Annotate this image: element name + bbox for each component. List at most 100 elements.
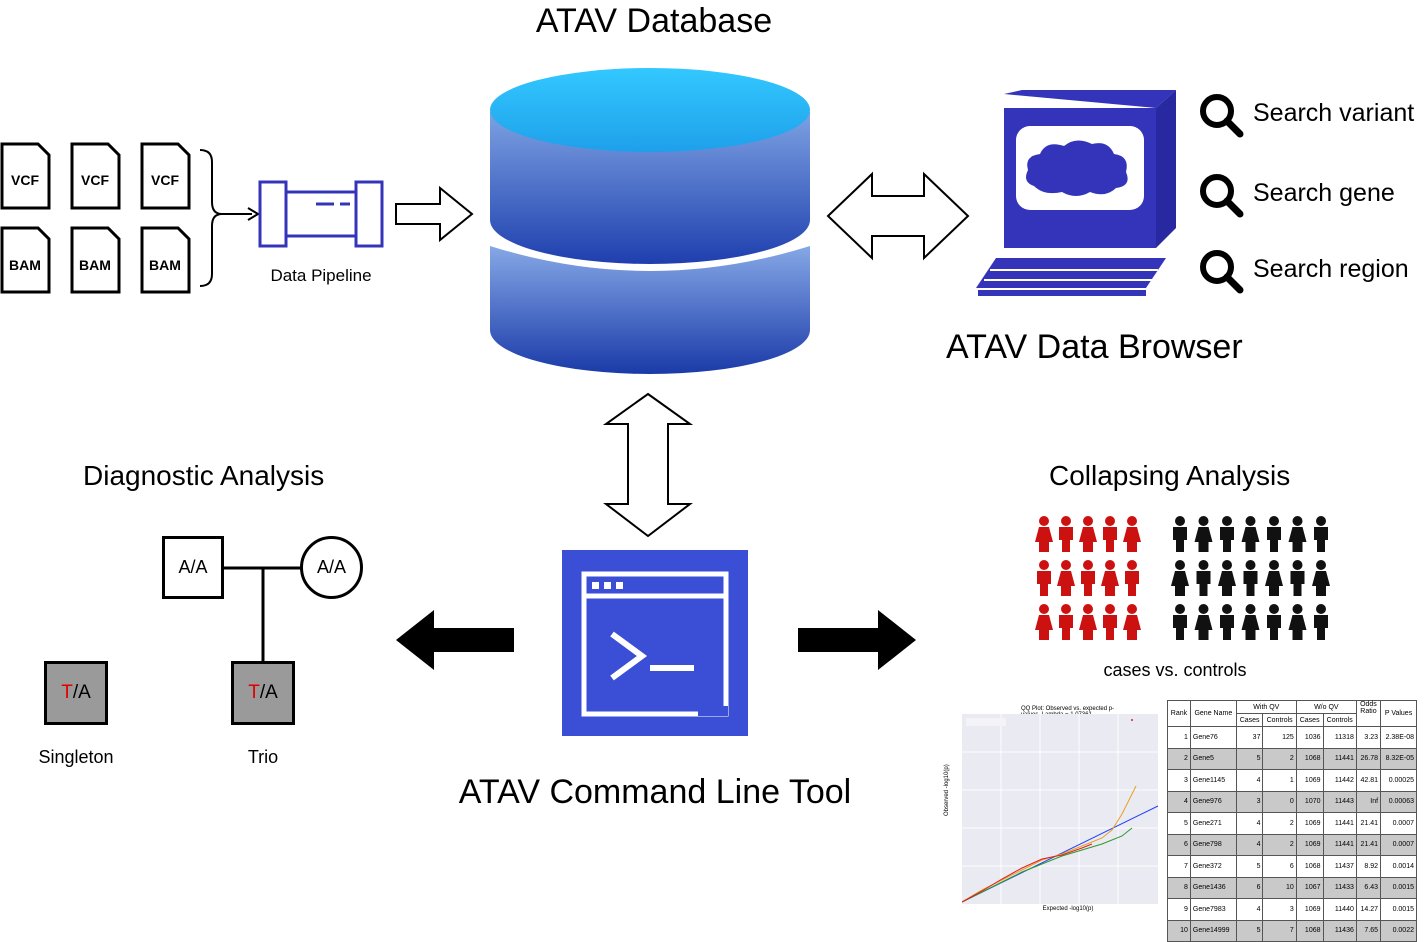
male-person-icon [1220,604,1234,640]
qq-plot-area [962,714,1159,904]
diagnostic-title: Diagnostic Analysis [83,460,325,491]
cli-title: ATAV Command Line Tool [458,773,852,811]
table-header: Cases [1295,713,1324,727]
table-cell: 11443 [1322,790,1357,813]
table-cell: 4 [1235,833,1264,856]
search-icon [1200,174,1244,218]
table-cell: 8.32E-05 [1380,747,1417,770]
trio-node: T/A [231,661,295,725]
file-label: VCF [81,172,109,188]
table-cell: 1070 [1295,790,1324,813]
table-cell: 11441 [1322,833,1357,856]
pipe-icon [258,180,384,248]
table-cell: 0.0015 [1380,876,1417,899]
table-cell: Inf [1355,790,1382,813]
female-person-icon [1312,560,1330,596]
table-cell: 9 [1167,898,1191,921]
table-cell: Gene976 [1189,790,1237,813]
table-cell: 1068 [1295,919,1324,942]
male-person-icon [1267,516,1281,552]
table-cell: 3.23 [1355,726,1382,749]
table-cell: 1069 [1295,769,1324,792]
table-cell: 1069 [1295,812,1324,835]
table-cell: 6 [1262,855,1297,878]
table-cell: 8 [1167,876,1191,899]
table-cell: 14.27 [1355,898,1382,921]
file-label: BAM [149,257,181,273]
qq-xlabel: Expected -log10(p) [1042,906,1094,912]
table-cell: Gene372 [1189,855,1237,878]
table-cell: 26.78 [1355,747,1382,770]
file-label: VCF [151,172,179,188]
table-cell: 10 [1167,919,1191,942]
table-cell: 42.81 [1355,769,1382,792]
male-person-icon [1243,560,1258,596]
table-cell: 1068 [1295,855,1324,878]
table-cell: 5 [1167,812,1191,835]
table-cell: 7.65 [1355,919,1382,942]
table-cell: Gene76 [1189,726,1237,749]
singleton-allele-red: T [61,682,73,703]
file-label: BAM [9,257,41,273]
father-genotype: A/A [178,557,208,577]
table-cell: 5 [1235,747,1264,770]
table-cell: 3 [1235,790,1264,813]
table-cell: Gene271 [1189,812,1237,835]
terminal-icon [562,550,748,736]
table-cell: Gene5 [1189,747,1237,770]
female-person-icon [1123,516,1141,552]
male-person-icon [1173,604,1187,640]
table-cell: 0.00025 [1380,769,1417,792]
table-cell: 0.0007 [1380,833,1417,856]
bam-file-icon [0,226,51,294]
table-cell: 4 [1235,769,1264,792]
table-cell: 1 [1167,726,1191,749]
table-cell: 6 [1235,876,1264,899]
table-header: Controls [1262,713,1297,727]
vcf-file-icon [140,142,191,210]
vcf-file-icon [0,142,51,210]
search-variant-label: Search variant [1253,99,1415,127]
double-arrow-vertical [602,392,694,538]
table-cell: 0 [1262,790,1297,813]
table-cell: 7 [1167,855,1191,878]
table-cell: 0.0015 [1380,898,1417,921]
table-cell: 37 [1235,726,1264,749]
table-cell: 6.43 [1355,876,1382,899]
table-header: Gene Name [1189,700,1237,727]
female-person-icon [1218,560,1236,596]
table-cell: 1 [1262,769,1297,792]
male-person-icon [1059,516,1073,552]
female-person-icon [1241,604,1260,640]
table-cell: 4 [1167,790,1191,813]
trio-allele-red: T [248,682,260,703]
table-cell: Gene14999 [1189,919,1237,942]
table-cell: 0.00063 [1380,790,1417,813]
female-person-icon [1194,604,1213,640]
table-cell: 5 [1235,919,1264,942]
cases-vs-controls-label: cases vs. controls [1103,660,1247,680]
vcf-file-icon [70,142,121,210]
table-header: P Values [1380,700,1417,727]
female-person-icon [1101,560,1119,596]
table-header: Rank [1167,700,1191,727]
male-person-icon [1037,560,1051,596]
table-cell: 6 [1167,833,1191,856]
female-person-icon [1194,516,1213,552]
table-cell: 21.41 [1355,812,1382,835]
table-cell: 10 [1262,876,1297,899]
table-cell: 0.0007 [1380,812,1417,835]
male-person-icon [1314,604,1328,640]
people-grid [1035,516,1330,640]
female-person-icon [1241,516,1260,552]
table-cell: 1069 [1295,833,1324,856]
qq-plot: QQ Plot: Observed vs. expected p-values.… [944,706,1162,914]
